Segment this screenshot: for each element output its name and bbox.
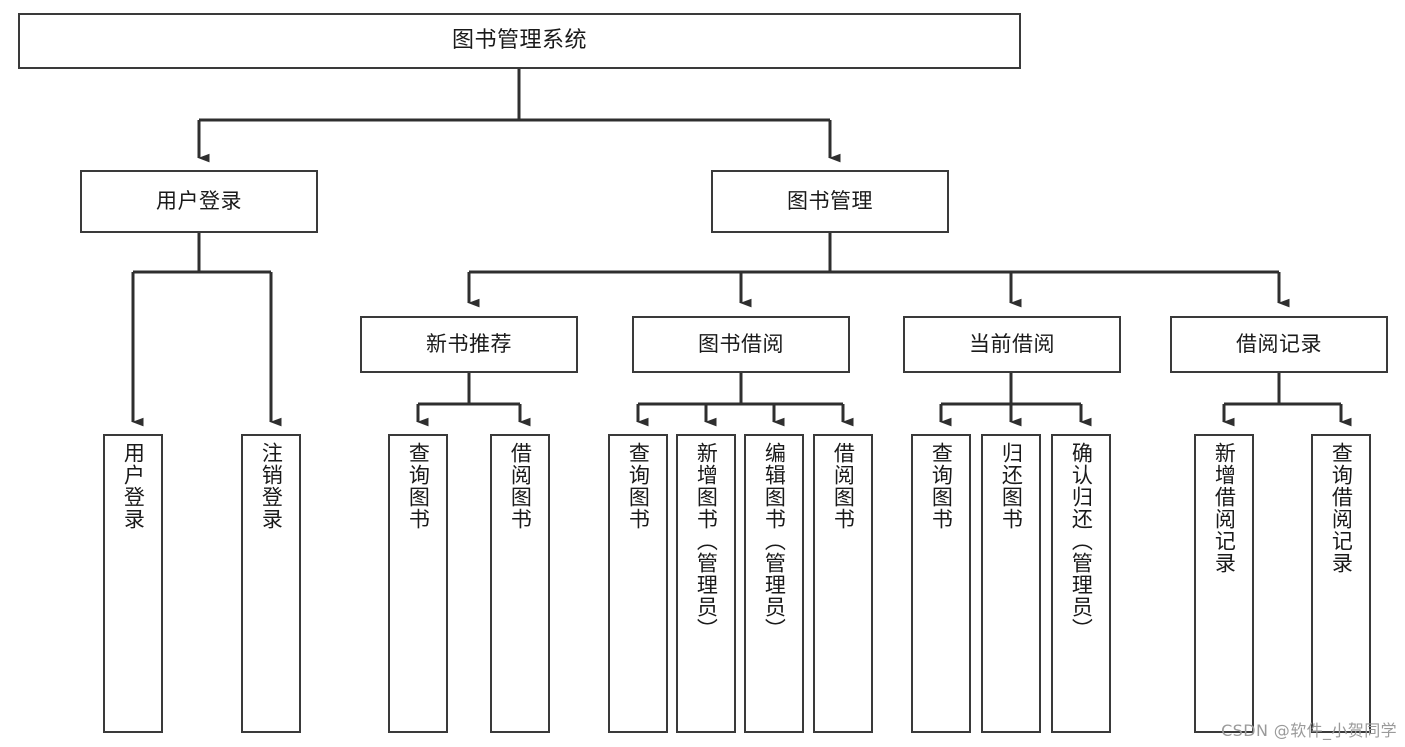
leaf-borrow-book-borrow[interactable]: 借阅图书 [813, 434, 873, 733]
leaf-edit-book-label: 编辑图书（管理员） [762, 442, 787, 640]
leaf-query-book-borrow-label: 查询图书 [626, 442, 651, 530]
leaf-query-book-current[interactable]: 查询图书 [911, 434, 971, 733]
node-root-book-management-system[interactable]: 图书管理系统 [18, 13, 1021, 69]
node-current-borrow[interactable]: 当前借阅 [903, 316, 1121, 373]
leaf-return-book[interactable]: 归还图书 [981, 434, 1041, 733]
leaf-query-book-current-label: 查询图书 [929, 442, 954, 530]
leaf-user-login-label: 用户登录 [121, 442, 146, 530]
leaf-query-borrow-record-label: 查询借阅记录 [1329, 442, 1354, 574]
leaf-add-book[interactable]: 新增图书（管理员） [676, 434, 736, 733]
leaf-confirm-return-label: 确认归还（管理员） [1069, 442, 1094, 640]
node-user-login-label: 用户登录 [156, 189, 242, 213]
leaf-add-book-label: 新增图书（管理员） [694, 442, 719, 640]
leaf-query-book-borrow[interactable]: 查询图书 [608, 434, 668, 733]
node-root-label: 图书管理系统 [451, 28, 587, 53]
leaf-user-login[interactable]: 用户登录 [103, 434, 163, 733]
leaf-add-borrow-record-label: 新增借阅记录 [1212, 442, 1237, 574]
leaf-borrow-book-new-recommend-label: 借阅图书 [508, 442, 533, 530]
node-book-management-label: 图书管理 [787, 189, 873, 213]
leaf-logout-login[interactable]: 注销登录 [241, 434, 301, 733]
leaf-borrow-book-borrow-label: 借阅图书 [831, 442, 856, 530]
leaf-edit-book[interactable]: 编辑图书（管理员） [744, 434, 804, 733]
node-new-book-recommend-label: 新书推荐 [426, 332, 512, 356]
node-book-borrow-label: 图书借阅 [698, 332, 784, 356]
node-borrow-record[interactable]: 借阅记录 [1170, 316, 1388, 373]
node-borrow-record-label: 借阅记录 [1236, 332, 1322, 356]
leaf-query-book-new-recommend-label: 查询图书 [406, 442, 431, 530]
node-current-borrow-label: 当前借阅 [969, 332, 1055, 356]
node-new-book-recommend[interactable]: 新书推荐 [360, 316, 578, 373]
leaf-borrow-book-new-recommend[interactable]: 借阅图书 [490, 434, 550, 733]
leaf-query-borrow-record[interactable]: 查询借阅记录 [1311, 434, 1371, 733]
node-book-management[interactable]: 图书管理 [711, 170, 949, 233]
leaf-query-book-new-recommend[interactable]: 查询图书 [388, 434, 448, 733]
leaf-logout-login-label: 注销登录 [259, 442, 284, 530]
node-user-login[interactable]: 用户登录 [80, 170, 318, 233]
leaf-add-borrow-record[interactable]: 新增借阅记录 [1194, 434, 1254, 733]
leaf-return-book-label: 归还图书 [999, 442, 1024, 530]
node-book-borrow[interactable]: 图书借阅 [632, 316, 850, 373]
leaf-confirm-return[interactable]: 确认归还（管理员） [1051, 434, 1111, 733]
